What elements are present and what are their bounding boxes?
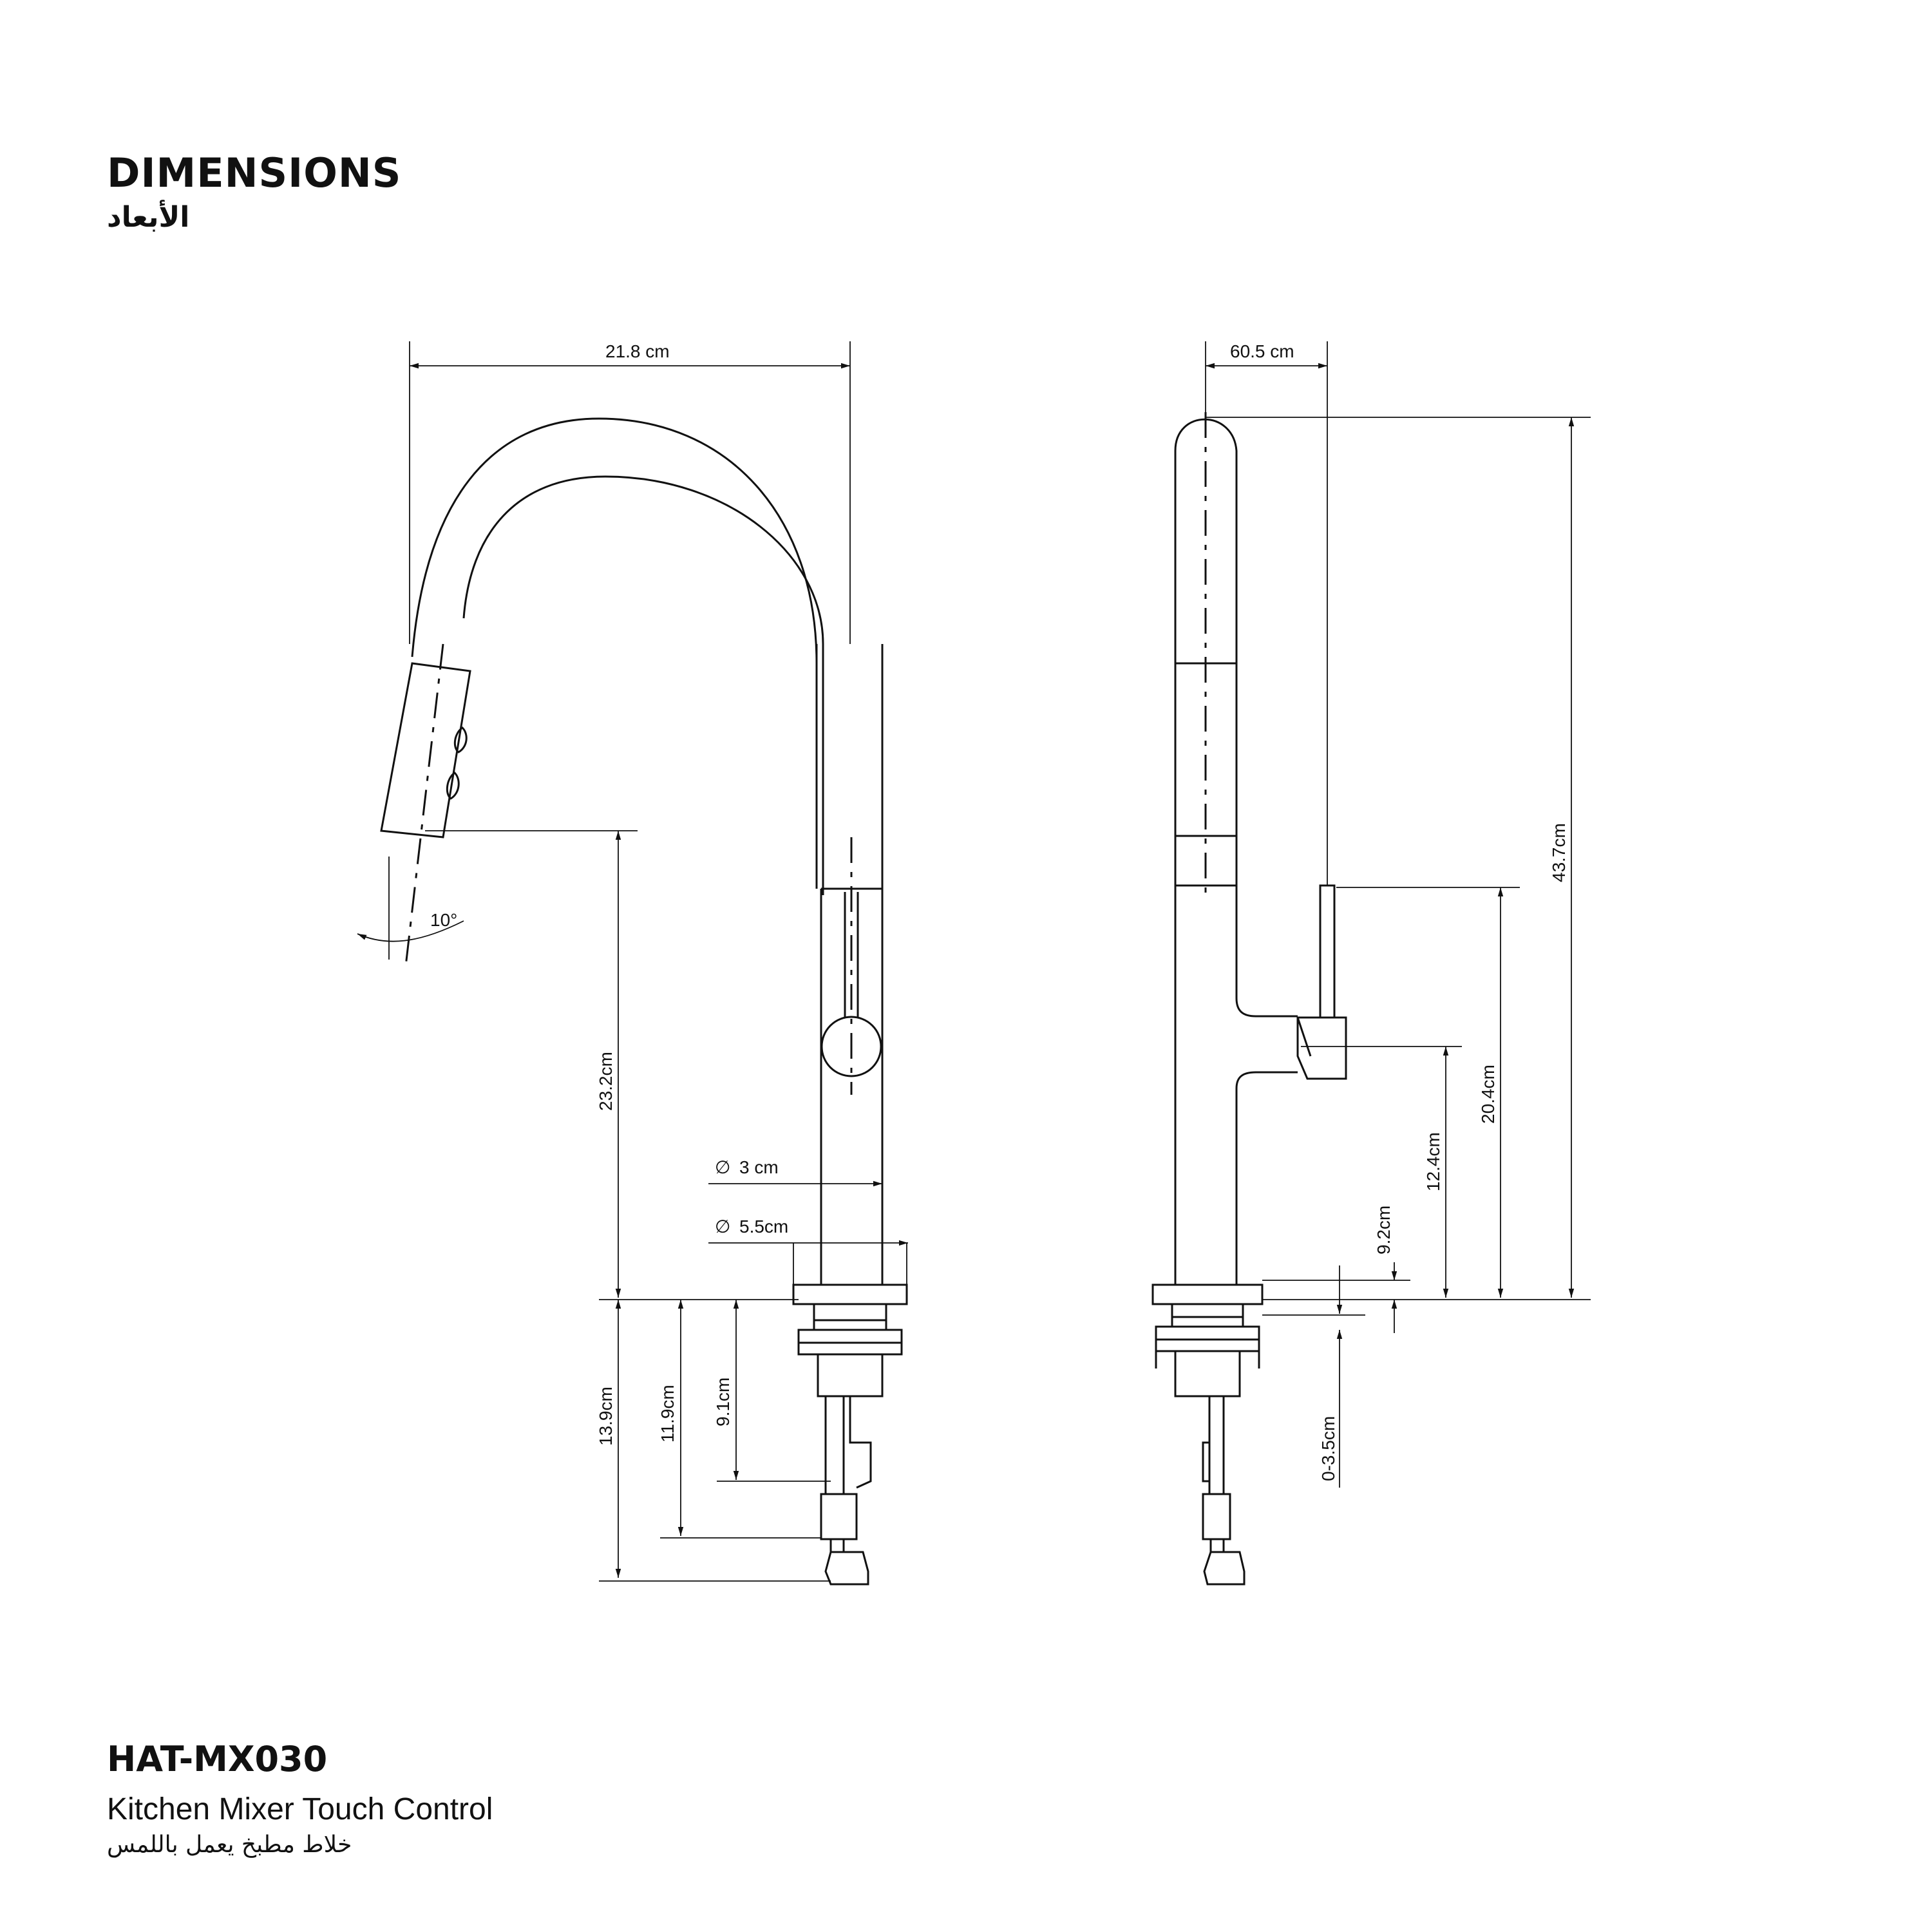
side-handle-top-label: 20.4cm [1478,1065,1498,1124]
below-total-label: 13.9cm [596,1387,616,1446]
spout-outer [411,417,818,664]
base-diameter-label: 5.5cm [739,1217,788,1236]
side-deck-plate [1151,1283,1264,1305]
side-body [1174,418,1298,1285]
svg-text:∅: ∅ [715,1157,730,1177]
spray-angle-label: 10° [430,910,457,930]
spray-head [380,662,471,838]
product-name-arabic: خلاط مطبخ يعمل باللمس [107,1832,352,1858]
front-view: 21.8 cm 10° 23.2cm ∅ 3 cm ∅ 5.5cm 13.9cm… [357,341,908,1586]
below-short-label: 9.1cm [713,1378,733,1426]
side-lever [1319,884,1336,1019]
below-mid-label: 11.9cm [658,1385,677,1443]
dimensions-title-arabic: الأبعاد [107,201,190,234]
model-number: HAT-MX030 [107,1739,328,1779]
side-depth-label: 60.5 cm [1230,341,1294,361]
side-total-height-label: 43.7cm [1549,823,1569,882]
svg-text:∅: ∅ [715,1217,730,1236]
side-base-thickness-label: 9.2cm [1374,1206,1394,1255]
spout-height-label: 23.2cm [596,1052,616,1111]
pipe-diameter-label: 3 cm [739,1157,779,1177]
side-connector [1203,1551,1245,1586]
side-view: 60.5 cm 43.7cm 20.4cm 12.4cm 9.2cm 0-3.5… [1151,341,1591,1586]
spout-inner [462,475,824,889]
threaded-shank [817,1353,884,1397]
hoses [824,1396,845,1495]
side-threaded-shank [1174,1350,1241,1397]
connector [824,1551,869,1586]
dimensions-title: DIMENSIONS [107,149,402,196]
side-handle-hub [1296,1016,1347,1080]
side-handle-axis-label: 12.4cm [1423,1132,1443,1191]
product-name: Kitchen Mixer Touch Control [107,1792,493,1826]
deck-plate [792,1283,908,1305]
front-width-label: 21.8 cm [605,341,670,361]
handle-knob [820,1016,882,1077]
side-deck-range-label: 0-3.5cm [1318,1416,1338,1481]
